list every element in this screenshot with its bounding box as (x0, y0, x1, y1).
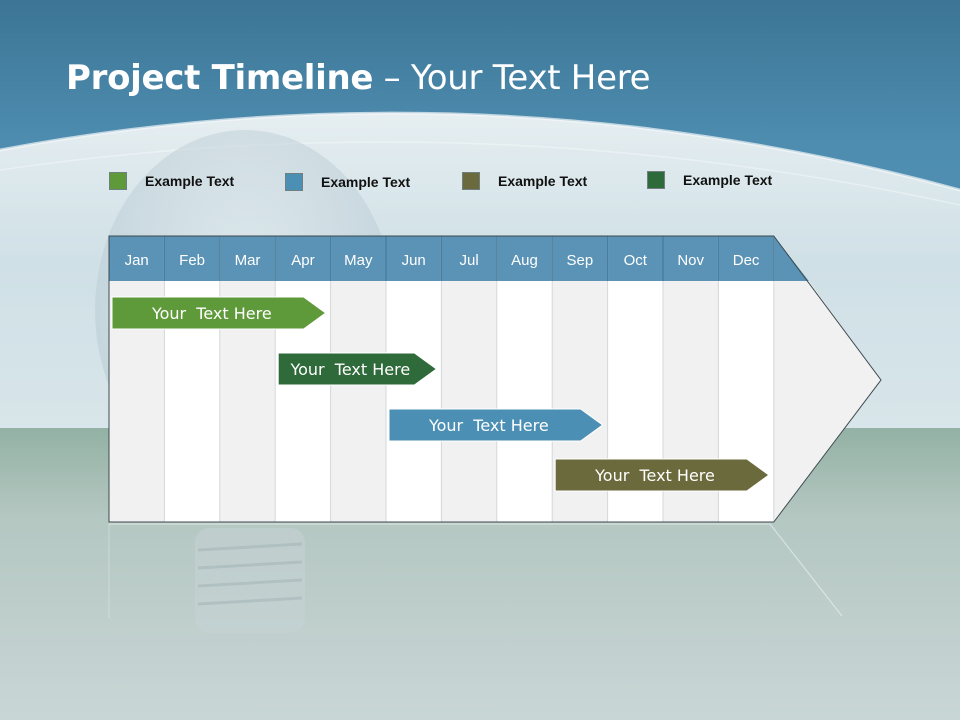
task-bar-4 (554, 458, 770, 492)
month-label-sep: Sep (567, 252, 594, 269)
month-label-mar: Mar (235, 252, 261, 269)
title-separator: – (373, 58, 411, 98)
legend-label-3: Example Text (498, 173, 588, 189)
legend-label-1: Example Text (145, 173, 235, 189)
timeline-arrow-head (773, 281, 881, 522)
legend-swatch-2 (285, 173, 303, 191)
legend-label-4: Example Text (683, 172, 773, 188)
legend-item-1: Example Text (109, 171, 234, 191)
month-label-jan: Jan (125, 252, 149, 269)
legend-swatch-3 (462, 172, 480, 190)
title-subtitle: Your Text Here (410, 58, 651, 98)
month-label-jun: Jun (402, 252, 426, 269)
task-label-1: Your Text Here (151, 304, 272, 323)
month-label-may: May (344, 252, 373, 269)
month-column-shade (441, 281, 497, 522)
task-bar-1 (111, 296, 327, 330)
month-label-aug: Aug (511, 252, 538, 269)
month-column-shade (330, 281, 386, 522)
task-label-4: Your Text Here (594, 466, 715, 485)
slide-title: Project Timeline – Your Text Here (66, 58, 651, 98)
task-label-2: Your Text Here (289, 360, 410, 379)
month-label-feb: Feb (179, 252, 205, 269)
month-label-nov: Nov (677, 252, 704, 269)
legend-swatch-4 (647, 171, 665, 189)
month-label-jul: Jul (460, 252, 479, 269)
legend-item-4: Example Text (647, 170, 772, 190)
title-bold: Project Timeline (66, 58, 374, 98)
legend-item-3: Example Text (462, 171, 587, 191)
month-label-apr: Apr (291, 252, 314, 269)
task-bar-2 (277, 352, 438, 386)
legend-item-2: Example Text (285, 172, 410, 192)
month-label-dec: Dec (733, 252, 760, 269)
legend-swatch-1 (109, 172, 127, 190)
legend-label-2: Example Text (321, 174, 411, 190)
task-bar-3 (388, 408, 604, 442)
month-label-oct: Oct (624, 252, 648, 269)
timeline-header (109, 236, 809, 281)
task-label-3: Your Text Here (428, 416, 549, 435)
